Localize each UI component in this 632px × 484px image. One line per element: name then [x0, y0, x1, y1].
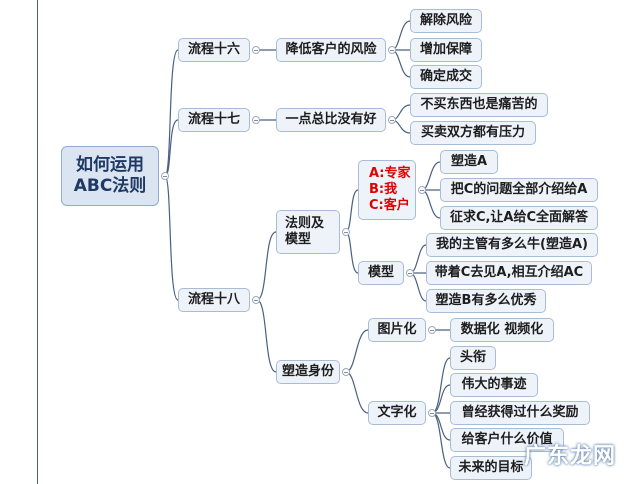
collapse-pictures-icon[interactable]	[428, 326, 436, 334]
collapse-shaping-icon[interactable]	[342, 368, 350, 376]
item-bring-c-to-a[interactable]: 带着C去见A,相互介绍AC	[426, 261, 592, 285]
role-a: A:专家	[369, 165, 411, 181]
item-remove-risk[interactable]: 解除风险	[410, 9, 482, 33]
role-b: B:我	[369, 181, 398, 197]
item-supervisor[interactable]: 我的主管有多么牛(塑造A)	[426, 233, 598, 257]
collapse-reduce-risk-icon[interactable]	[388, 46, 396, 54]
topic-model[interactable]: 模型	[358, 261, 404, 285]
collapse-better-icon[interactable]	[388, 116, 396, 124]
topic-better-than-nothing[interactable]: 一点总比没有好	[276, 108, 386, 132]
topic-pictures[interactable]: 图片化	[368, 318, 426, 342]
root-topic[interactable]: 如何运用 ABC法则	[61, 146, 159, 206]
item-future-goals[interactable]: 未来的目标	[450, 456, 532, 480]
item-shape-a[interactable]: 塑造A	[440, 150, 498, 174]
item-awards[interactable]: 曾经获得过什么奖励	[450, 401, 590, 425]
topic-text[interactable]: 文字化	[368, 401, 426, 425]
collapse-root-icon[interactable]	[161, 172, 169, 180]
item-a-answers-c[interactable]: 征求C,让A给C全面解答	[440, 206, 598, 230]
collapse-p17-icon[interactable]	[252, 116, 260, 124]
collapse-roles-icon[interactable]	[418, 186, 426, 194]
branch-process-17[interactable]: 流程十七	[178, 108, 250, 132]
item-shape-b[interactable]: 塑造B有多么优秀	[426, 289, 546, 313]
rules-label-line2: 模型	[285, 232, 312, 247]
roles-abc[interactable]: A:专家 B:我 C:客户	[358, 160, 416, 220]
collapse-p18-icon[interactable]	[252, 296, 260, 304]
rules-label-line1: 法则及	[285, 215, 325, 231]
collapse-p16-icon[interactable]	[252, 46, 260, 54]
collapse-text-icon[interactable]	[428, 409, 436, 417]
topic-rules-model[interactable]: 法则及 模型	[276, 210, 340, 254]
branch-process-16[interactable]: 流程十六	[178, 38, 250, 62]
item-title[interactable]: 头衔	[450, 346, 496, 370]
item-add-guarantee[interactable]: 增加保障	[410, 38, 482, 62]
item-data-video[interactable]: 数据化 视频化	[450, 318, 554, 342]
branch-process-18[interactable]: 流程十八	[178, 288, 250, 312]
item-customer-value[interactable]: 给客户什么价值	[450, 428, 564, 452]
item-not-buying-pain[interactable]: 不买东西也是痛苦的	[410, 93, 548, 117]
topic-reduce-risk[interactable]: 降低客户的风险	[276, 38, 386, 62]
role-c: C:客户	[369, 198, 410, 214]
collapse-rules-icon[interactable]	[342, 228, 350, 236]
watermark-logo: 广东龙网	[523, 443, 616, 469]
item-great-deeds[interactable]: 伟大的事迹	[450, 373, 538, 397]
item-introduce-c-to-a[interactable]: 把C的问题全部介绍给A	[440, 178, 598, 202]
root-title-line1: 如何运用	[76, 154, 144, 175]
collapse-model-icon[interactable]	[406, 269, 414, 277]
canvas-edge-line	[37, 0, 38, 484]
root-title-line2: ABC法则	[73, 176, 147, 196]
topic-shaping-identity[interactable]: 塑造身份	[276, 360, 340, 384]
item-both-pressure[interactable]: 买卖双方都有压力	[410, 121, 536, 145]
item-close-deal[interactable]: 确定成交	[410, 65, 482, 89]
